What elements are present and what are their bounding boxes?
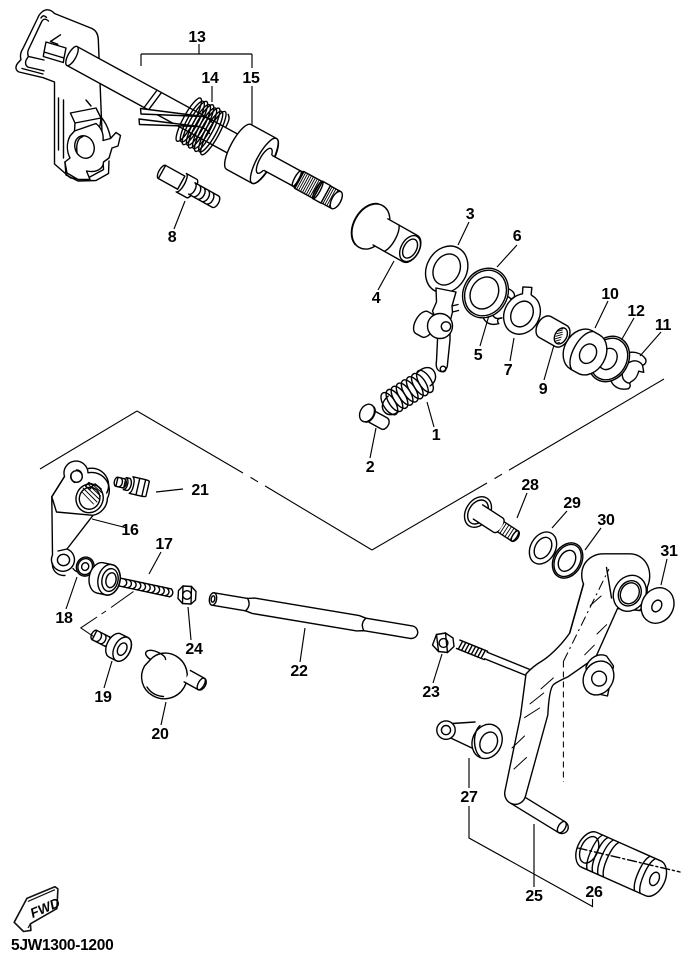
svg-text:9: 9 xyxy=(539,381,548,398)
svg-text:13: 13 xyxy=(188,29,206,46)
svg-text:30: 30 xyxy=(597,512,615,529)
svg-text:21: 21 xyxy=(191,482,209,499)
svg-text:4: 4 xyxy=(372,290,381,307)
svg-text:18: 18 xyxy=(55,610,73,627)
svg-text:25: 25 xyxy=(525,888,543,905)
svg-text:19: 19 xyxy=(94,689,112,706)
svg-text:1: 1 xyxy=(432,427,441,444)
svg-text:3: 3 xyxy=(466,206,475,223)
svg-text:15: 15 xyxy=(242,70,260,87)
svg-text:16: 16 xyxy=(121,522,139,539)
svg-text:12: 12 xyxy=(627,303,645,320)
svg-text:23: 23 xyxy=(422,684,440,701)
svg-text:10: 10 xyxy=(601,286,619,303)
svg-text:27: 27 xyxy=(460,789,478,806)
svg-text:8: 8 xyxy=(168,229,177,246)
svg-text:20: 20 xyxy=(151,726,169,743)
svg-text:14: 14 xyxy=(201,70,219,87)
svg-text:24: 24 xyxy=(185,641,203,658)
svg-text:5: 5 xyxy=(474,347,483,364)
svg-text:7: 7 xyxy=(504,362,513,379)
svg-text:22: 22 xyxy=(290,663,308,680)
svg-text:17: 17 xyxy=(155,536,173,553)
svg-text:29: 29 xyxy=(563,495,581,512)
svg-text:28: 28 xyxy=(521,477,539,494)
svg-text:26: 26 xyxy=(585,884,603,901)
svg-text:31: 31 xyxy=(660,543,678,560)
svg-text:6: 6 xyxy=(513,228,522,245)
svg-text:2: 2 xyxy=(366,459,375,476)
svg-text:5JW1300-1200: 5JW1300-1200 xyxy=(11,937,113,954)
svg-text:11: 11 xyxy=(655,317,672,334)
